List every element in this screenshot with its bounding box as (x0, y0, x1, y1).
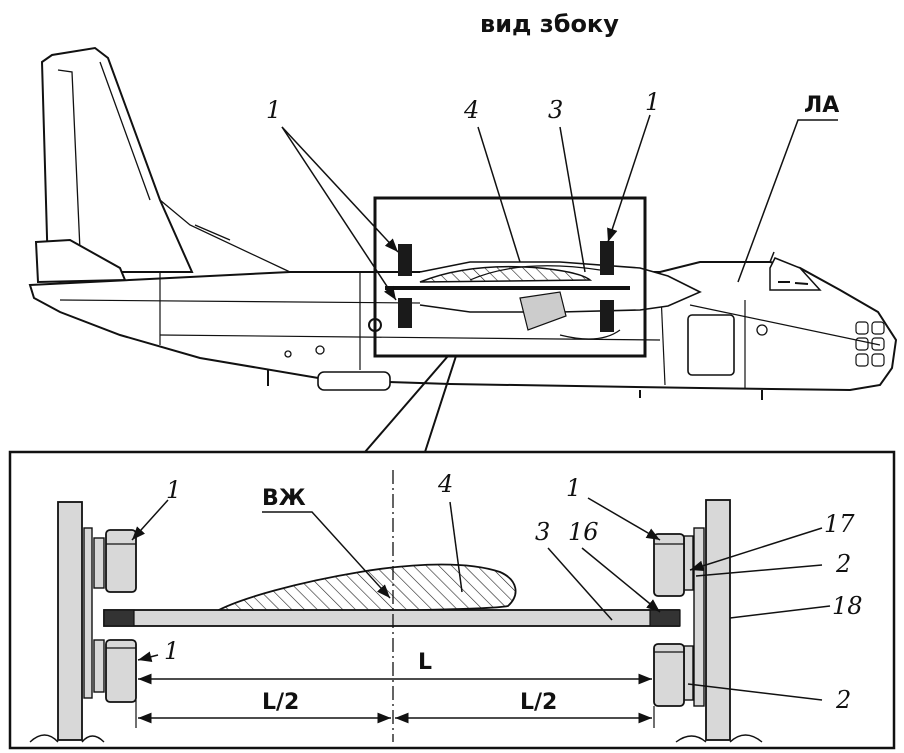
label-4-top: 4 (464, 96, 480, 124)
callout-connector (364, 355, 457, 453)
nose-lamps (855, 321, 885, 367)
label-18: 18 (832, 592, 863, 620)
label-1-lower-left: 1 (164, 637, 180, 665)
label-16: 16 (568, 518, 599, 546)
label-1-top-left: 1 (266, 96, 282, 124)
roller-lower-left (105, 639, 137, 703)
label-2-lower: 2 (836, 686, 852, 714)
label-17: 17 (824, 510, 855, 538)
side-door (687, 314, 735, 376)
label-1-top-right: 1 (645, 88, 661, 116)
roller-lower-right (653, 643, 685, 707)
label-3-top: 3 (548, 96, 564, 124)
rig-in-frame (385, 241, 630, 332)
right-post (705, 499, 731, 741)
label-2-upper: 2 (836, 550, 852, 578)
detail-view (29, 470, 831, 743)
roller-upper-right (653, 533, 685, 597)
dim-label-L: L (418, 650, 433, 675)
dim-label-half-left: L/2 (262, 690, 300, 715)
label-3-detail: 3 (535, 518, 551, 546)
roller-upper-left (105, 529, 137, 593)
top-leaders (281, 114, 838, 301)
label-1-upper-left: 1 (166, 476, 182, 504)
left-post (57, 501, 83, 741)
dim-label-half-right: L/2 (520, 690, 558, 715)
page-title: вид збоку (480, 10, 619, 38)
detail-frame (8, 450, 896, 750)
label-cg: ВЖ (262, 486, 306, 511)
tail-fin (40, 46, 194, 273)
test-beam (103, 609, 680, 627)
label-aircraft: ЛА (804, 93, 840, 118)
belly-fairing (317, 371, 391, 391)
horizontal-stabilizer (34, 238, 127, 284)
label-1-right: 1 (566, 474, 582, 502)
highlight-frame (373, 196, 647, 358)
aircraft-side-view (28, 46, 898, 400)
label-4-detail: 4 (438, 470, 454, 498)
